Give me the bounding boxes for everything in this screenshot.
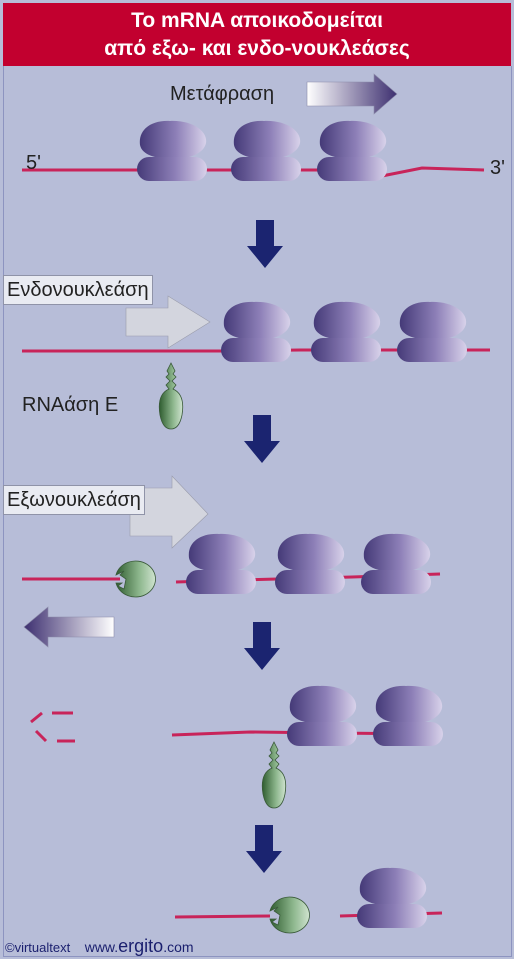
translation-label: Μετάφραση — [170, 83, 275, 105]
ribosome-icon — [311, 301, 381, 362]
rnase-e-icon — [158, 362, 184, 430]
ribosome-icon — [221, 301, 291, 362]
ribosome-icon — [231, 120, 301, 181]
ribosome-icon — [361, 533, 431, 594]
site-prefix: www. — [84, 939, 119, 955]
exonuclease-pointer-arrow — [129, 475, 209, 549]
rnase-e-label: RNAάση E — [22, 394, 119, 416]
title-banner: Το mRNA αποικοδομείται από εξω- και ενδο… — [3, 3, 511, 66]
ribosome-icon — [357, 867, 427, 928]
degradation-direction-arrow — [23, 606, 115, 648]
title-line-2: από εξω- και ενδο-νουκλεάσες — [104, 37, 410, 60]
down-arrow-icon — [244, 622, 280, 670]
five-prime-label: 5' — [26, 152, 41, 174]
degraded-fragments — [30, 711, 75, 743]
translation-arrow — [306, 73, 398, 115]
ribosome-icon — [186, 533, 256, 594]
exonuclease-icon — [269, 896, 310, 934]
endonuclease-label: Ενδονουκλεάση — [3, 275, 153, 305]
ribosome-icon — [317, 120, 387, 181]
footer-credit: ©virtualtext www.ergito.com — [5, 936, 194, 957]
title-line-1: Το mRNA αποικοδομείται — [131, 9, 383, 32]
ribosome-icon — [275, 533, 345, 594]
site-brand: ergito — [118, 936, 164, 956]
down-arrow-icon — [247, 220, 283, 268]
copyright-text: ©virtualtext — [5, 940, 71, 955]
exonuclease-label: Εξωνουκλεάση — [3, 485, 145, 515]
ribosome-icon — [137, 120, 207, 181]
exonuclease-icon — [115, 560, 156, 598]
ribosome-icon — [287, 685, 357, 746]
down-arrow-icon — [246, 825, 282, 873]
ribosome-icon — [397, 301, 467, 362]
three-prime-label: 3' — [490, 157, 505, 179]
ribosome-icon — [373, 685, 443, 746]
rnase-e-icon — [261, 741, 287, 809]
down-arrow-icon — [244, 415, 280, 463]
endonuclease-pointer-arrow — [125, 295, 211, 349]
mrna-strand — [174, 914, 271, 919]
site-extension: .com — [163, 939, 194, 955]
